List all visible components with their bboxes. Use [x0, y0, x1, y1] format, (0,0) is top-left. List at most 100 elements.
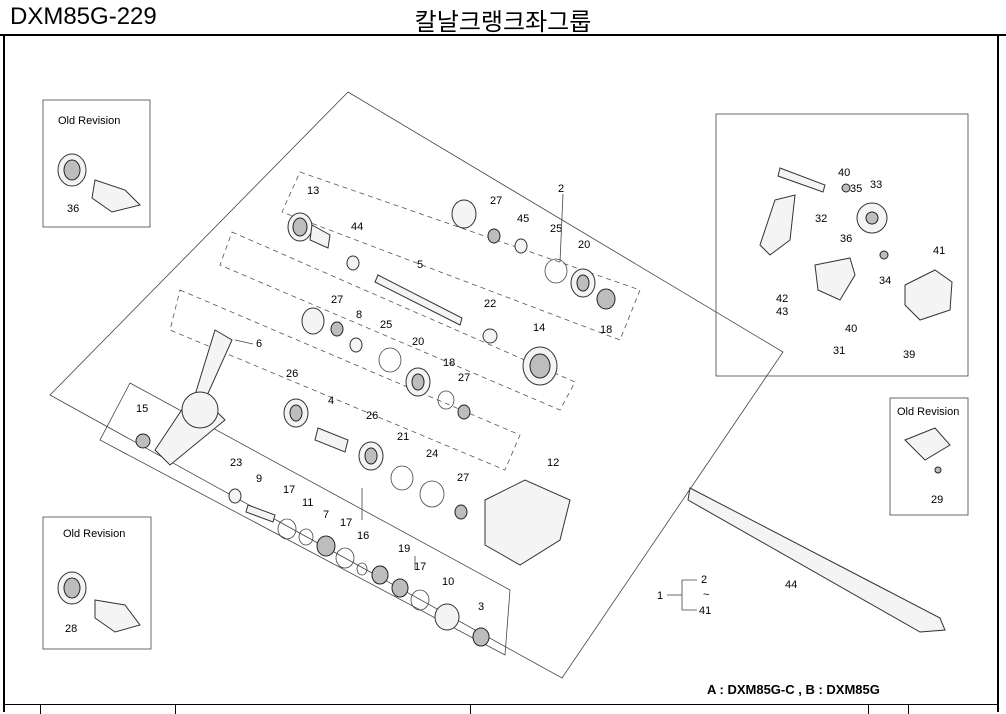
old-revision-box-36: [42, 99, 151, 228]
pin-drawing: [349, 337, 363, 353]
bearing-drawing: [292, 217, 308, 237]
callout-26: 26: [286, 368, 298, 380]
callout-13: 13: [307, 185, 319, 197]
leader-line: [559, 193, 564, 263]
assembly-outline: [49, 91, 784, 679]
callout-28: 28: [65, 623, 77, 635]
subgroup-outline: [281, 171, 641, 341]
arm-drawing: [759, 194, 796, 256]
nut-drawing: [879, 250, 889, 260]
callout-2: 2: [558, 183, 564, 195]
old-revision-box-28: [42, 516, 152, 650]
nut-drawing: [457, 404, 471, 420]
callout-43: 44: [785, 579, 797, 591]
callout-14: 14: [533, 322, 545, 334]
callout-30: 31: [833, 345, 845, 357]
callout-17: 17: [414, 561, 426, 573]
title-block-divider: [40, 704, 41, 714]
callout-25: 25: [550, 223, 562, 235]
bearing-drawing: [63, 159, 81, 181]
seal-drawing: [451, 199, 477, 229]
old-revision-label: Old Revision: [63, 528, 125, 540]
washer-drawing: [356, 562, 368, 576]
snap-ring-drawing: [544, 258, 568, 284]
snap-ring-drawing: [277, 518, 297, 540]
callout-15: 15: [136, 403, 148, 415]
title-block-line: [3, 704, 999, 705]
title-block-divider: [908, 704, 909, 714]
callout-26: 26: [366, 410, 378, 422]
bolt-drawing: [934, 466, 942, 474]
callout-17: 17: [283, 484, 295, 496]
snap-ring-drawing: [335, 547, 355, 569]
callout-27: 27: [490, 195, 502, 207]
blade-drawing: [687, 487, 946, 633]
callout-38: 41: [933, 245, 945, 257]
model-note: A : DXM85G-C , B : DXM85G: [707, 682, 880, 697]
bracket-drawing: [904, 427, 951, 461]
drawing-frame: [3, 36, 999, 712]
callout-20: 20: [578, 239, 590, 251]
shaft-drawing: [374, 274, 463, 326]
callout-35: 36: [840, 233, 852, 245]
callout-7: 7: [323, 509, 329, 521]
callout-20: 20: [412, 336, 424, 348]
ring-drawing: [472, 627, 490, 647]
callout-17: 17: [340, 517, 352, 529]
ring-drawing: [596, 288, 616, 310]
callout-6: 6: [256, 338, 262, 350]
callout-29: 29: [931, 494, 943, 506]
range-to-bottom: 41: [699, 605, 711, 617]
callout-11: 11: [302, 497, 313, 509]
callout-18: 18: [443, 357, 455, 369]
callout-4: 4: [328, 395, 334, 407]
snap-ring-drawing: [390, 465, 414, 491]
callout-39: 39: [903, 349, 915, 361]
housing-drawing: [91, 179, 141, 213]
callout-37: 40: [838, 167, 850, 179]
callout-23: 23: [230, 457, 242, 469]
subgroup-outline: [99, 382, 511, 656]
ring-drawing: [371, 565, 389, 585]
old-revision-box-29: [889, 397, 969, 516]
callout-37: 40: [845, 323, 857, 335]
nut-drawing: [841, 183, 851, 193]
bracket-drawing: [814, 257, 856, 301]
callout-27: 27: [458, 372, 470, 384]
seal-drawing: [301, 307, 325, 335]
callout-3: 3: [478, 601, 484, 613]
cover-drawing: [904, 269, 953, 321]
washer-drawing: [298, 528, 314, 546]
bushing-drawing: [346, 255, 360, 271]
range-to-top: 2: [701, 574, 707, 586]
bearing-drawing: [63, 577, 81, 599]
bracket-drawing: [484, 479, 571, 566]
callout-18: 18: [600, 324, 612, 336]
callout-31: 32: [815, 213, 827, 225]
old-revision-label: Old Revision: [897, 406, 959, 418]
drawing-title: 칼날크랭크좌그룹: [414, 8, 592, 36]
pulley-drawing: [865, 211, 879, 225]
pin-drawing: [245, 504, 276, 523]
callout-9: 9: [256, 473, 262, 485]
eccentric-shaft-drawing: [314, 427, 349, 453]
detail-box-right: [715, 113, 969, 377]
callout-41: 43: [776, 306, 788, 318]
bushing-drawing: [228, 488, 242, 504]
callout-44: 45: [517, 213, 529, 225]
callout-10: 10: [442, 576, 454, 588]
housing-drawing: [309, 224, 331, 249]
ring-drawing: [437, 390, 455, 410]
bearing-drawing: [364, 447, 378, 465]
link-rod-drawing: [777, 167, 826, 193]
callout-16: 16: [357, 530, 369, 542]
callout-33: 34: [879, 275, 891, 287]
callout-19: 19: [398, 543, 410, 555]
crank-boss-drawing: [181, 391, 219, 429]
callout-27: 27: [331, 294, 343, 306]
callout-5: 5: [417, 259, 423, 271]
callout-42: 44: [351, 221, 363, 233]
callout-25: 25: [380, 319, 392, 331]
housing-drawing: [94, 599, 141, 633]
